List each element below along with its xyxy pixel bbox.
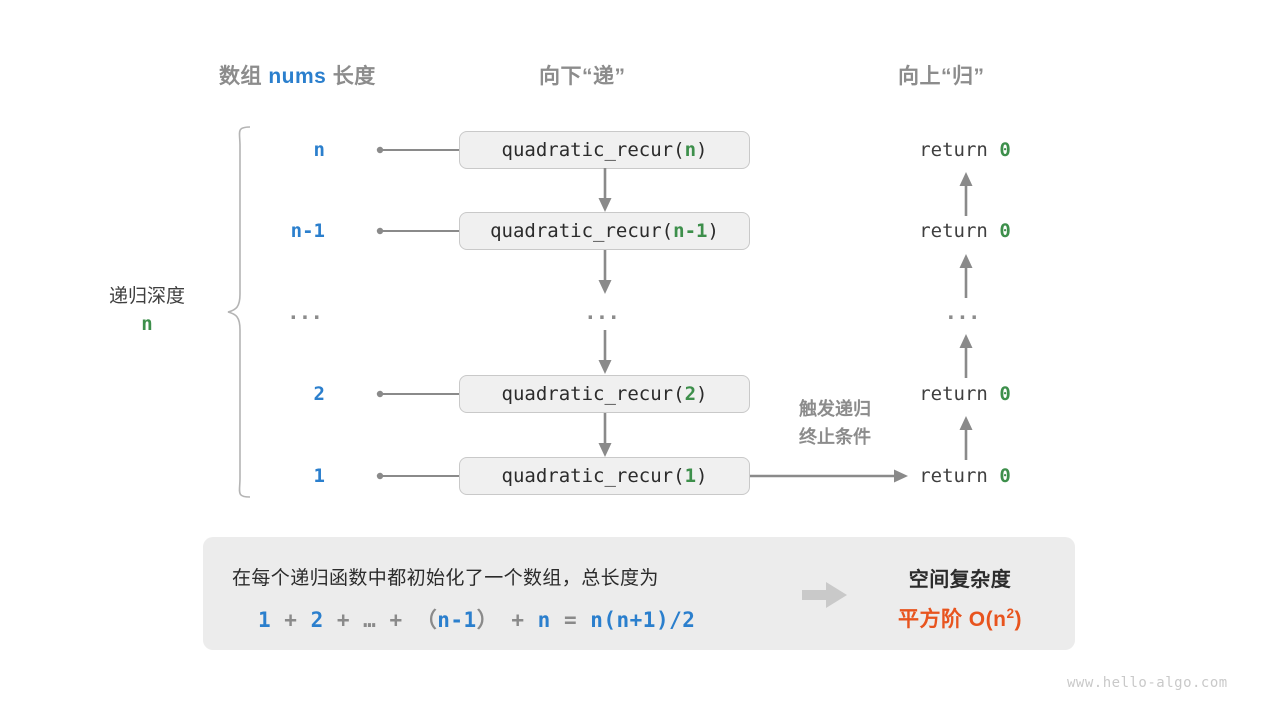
formula-term-5: n(n+1)/2 bbox=[590, 608, 696, 632]
return-label-row-1: return 0 bbox=[880, 220, 1050, 242]
down-arrow-0-to-1-icon bbox=[598, 168, 612, 212]
return-text-row-0: return bbox=[919, 139, 1000, 161]
return-value-row-3: 0 bbox=[999, 383, 1011, 405]
call-box-name-row-1: quadratic_recur( bbox=[490, 220, 674, 242]
depth-value-row-3: 2 bbox=[313, 383, 325, 405]
header-array-prefix: 数组 bbox=[219, 65, 269, 88]
down-arrow-dots-to-3-icon bbox=[598, 330, 612, 374]
termination-note: 触发递归 终止条件 bbox=[760, 396, 910, 452]
call-box-arg-row-0: n bbox=[684, 139, 697, 161]
connector-line-row-0 bbox=[376, 146, 467, 154]
base-case-arrow-icon bbox=[750, 469, 908, 483]
depth-brace-icon bbox=[227, 126, 251, 498]
complexity-exponent: 2 bbox=[1006, 606, 1015, 621]
call-box-name-row-4: quadratic_recur( bbox=[501, 465, 685, 487]
depth-value-row-0: n bbox=[313, 139, 325, 161]
up-arrow-3-to-dots-icon bbox=[959, 334, 973, 378]
header-descend: 向下“递” bbox=[539, 65, 626, 88]
down-arrow-3-to-4-icon bbox=[598, 413, 612, 457]
up-arrow-4-to-3-icon bbox=[959, 416, 973, 460]
return-value-row-4: 0 bbox=[999, 465, 1011, 487]
down-arrow-1-to-dots-icon bbox=[598, 250, 612, 294]
call-box-close-row-3: ) bbox=[696, 383, 708, 405]
depth-value-row-2: ... bbox=[289, 298, 325, 325]
call-box-row-4[interactable]: quadratic_recur(1) bbox=[459, 457, 750, 495]
return-text-row-3: return bbox=[919, 383, 1000, 405]
summary-arrow-icon bbox=[802, 582, 847, 608]
watermark: www.hello-algo.com bbox=[1067, 675, 1228, 691]
formula-op-1: + bbox=[271, 608, 311, 632]
return-label-row-3: return 0 bbox=[880, 383, 1050, 405]
formula-term-2: 2 bbox=[310, 608, 324, 632]
call-box-row-3[interactable]: quadratic_recur(2) bbox=[459, 375, 750, 413]
connector-line-row-4 bbox=[376, 472, 467, 480]
formula-op-3: ） + bbox=[476, 608, 538, 632]
call-box-close-row-0: ) bbox=[696, 139, 708, 161]
return-text-row-1: return bbox=[919, 220, 1000, 242]
complexity-close: ) bbox=[1014, 608, 1023, 631]
recursion-depth-title: 递归深度 bbox=[108, 286, 185, 307]
termination-note-line1: 触发递归 bbox=[799, 399, 871, 419]
call-box-row-0[interactable]: quadratic_recur(n) bbox=[459, 131, 750, 169]
header-array-suffix: 长度 bbox=[326, 65, 376, 88]
summary-description: 在每个递归函数中都初始化了一个数组，总长度为 bbox=[232, 568, 659, 589]
complexity-title: 空间复杂度 bbox=[908, 569, 1012, 591]
call-box-arg-row-4: 1 bbox=[684, 465, 697, 487]
connector-line-row-1 bbox=[376, 227, 467, 235]
return-label-row-0: return 0 bbox=[880, 139, 1050, 161]
complexity-big-o: O(n bbox=[968, 608, 1007, 631]
header-ascend: 向上“归” bbox=[898, 65, 985, 88]
connector-line-row-3 bbox=[376, 390, 467, 398]
formula-term-1: 1 bbox=[258, 608, 272, 632]
complexity-prefix: 平方阶 bbox=[897, 608, 969, 631]
complexity-value: 平方阶 O(n2) bbox=[860, 603, 1060, 633]
return-ellipsis-row-2: ... bbox=[947, 298, 983, 325]
return-text-row-4: return bbox=[919, 465, 1000, 487]
call-box-name-row-3: quadratic_recur( bbox=[501, 383, 685, 405]
recursion-depth-label: 递归深度 n bbox=[92, 283, 202, 338]
call-box-close-row-4: ) bbox=[696, 465, 708, 487]
call-box-name-row-0: quadratic_recur( bbox=[501, 139, 685, 161]
formula-op-2: + … + （ bbox=[323, 608, 438, 632]
recursion-depth-value: n bbox=[141, 312, 153, 335]
up-arrow-dots-to-1-icon bbox=[959, 254, 973, 298]
formula-term-4: n bbox=[537, 608, 551, 632]
up-arrow-1-to-0-icon bbox=[959, 172, 973, 216]
summary-formula: 1 + 2 + … + （n-1） + n = n(n+1)/2 bbox=[258, 604, 695, 634]
call-box-arg-row-1: n-1 bbox=[673, 220, 708, 242]
formula-op-4: = bbox=[550, 608, 591, 632]
return-value-row-0: 0 bbox=[999, 139, 1011, 161]
summary-panel bbox=[203, 537, 1075, 650]
call-box-arg-row-3: 2 bbox=[684, 383, 697, 405]
formula-term-3: n-1 bbox=[437, 608, 477, 632]
return-label-row-4: return 0 bbox=[880, 465, 1050, 487]
call-box-close-row-1: ) bbox=[707, 220, 719, 242]
termination-note-line2: 终止条件 bbox=[799, 426, 871, 447]
header-array-code: nums bbox=[268, 65, 327, 88]
depth-value-row-1: n-1 bbox=[290, 220, 325, 242]
call-box-row-1[interactable]: quadratic_recur(n-1) bbox=[459, 212, 750, 250]
return-value-row-1: 0 bbox=[999, 220, 1011, 242]
depth-value-row-4: 1 bbox=[313, 465, 325, 487]
header-array-length: 数组 nums 长度 bbox=[219, 60, 376, 90]
call-ellipsis-row-2: ... bbox=[586, 298, 622, 325]
